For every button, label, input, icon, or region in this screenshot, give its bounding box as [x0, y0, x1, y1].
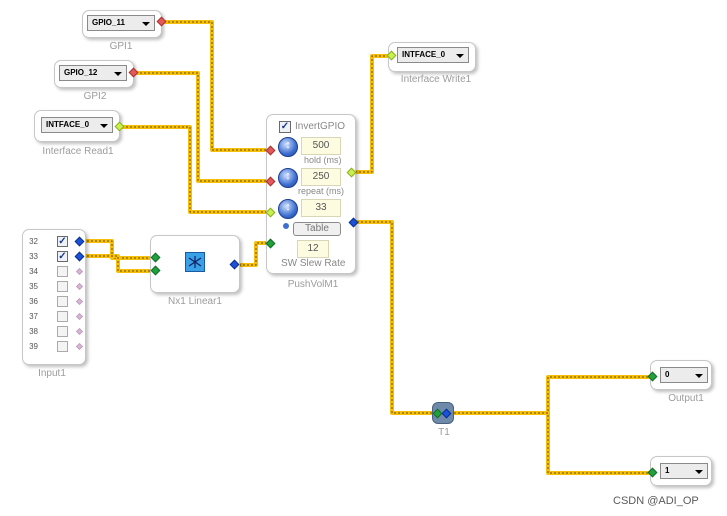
- hold-label: hold (ms): [304, 155, 342, 165]
- linear-block[interactable]: [150, 235, 240, 293]
- chevron-down-icon: [141, 18, 151, 28]
- chevron-down-icon: [694, 370, 704, 380]
- gpi2-value: GPIO_12: [64, 68, 98, 77]
- t1-label: T1: [438, 427, 450, 438]
- step-knob[interactable]: [278, 199, 298, 219]
- input-row-output-port[interactable]: [75, 342, 84, 351]
- gpi1-dropdown[interactable]: GPIO_11: [87, 15, 155, 31]
- input-row-number: 36: [29, 297, 38, 306]
- chevron-down-icon: [99, 120, 109, 130]
- hold-value[interactable]: 500: [301, 137, 341, 155]
- input-row-checkbox[interactable]: [57, 266, 68, 277]
- wire-gpi1-hold[interactable]: [164, 20, 270, 152]
- output2-dropdown[interactable]: 1: [660, 463, 708, 479]
- table-indicator-icon: [283, 223, 289, 229]
- repeat-knob[interactable]: [278, 168, 298, 188]
- repeat-label: repeat (ms): [298, 186, 345, 196]
- interface-write-block[interactable]: INTFACE_0: [388, 42, 476, 72]
- table-button[interactable]: Table: [293, 222, 341, 236]
- output1-label: Output1: [668, 393, 704, 404]
- slew-rate-label: SW Slew Rate: [281, 258, 346, 269]
- input-row-checkbox[interactable]: [57, 296, 68, 307]
- interface-write-label: Interface Write1: [400, 74, 472, 85]
- input-row-output-port[interactable]: [74, 251, 85, 262]
- interface-write-dropdown[interactable]: INTFACE_0: [397, 47, 469, 63]
- wire-input-linear-b[interactable]: [79, 254, 156, 273]
- wire-pushvol-write[interactable]: [351, 54, 391, 174]
- wire-input-linear-a[interactable]: [79, 239, 156, 260]
- watermark: CSDN @ADI_OP: [613, 495, 699, 507]
- step-value[interactable]: 33: [301, 199, 341, 217]
- output2-block[interactable]: 1: [650, 456, 712, 486]
- wire-t1-output2[interactable]: [450, 411, 652, 475]
- interface-read-block[interactable]: INTFACE_0: [34, 110, 120, 142]
- input-row-output-port[interactable]: [75, 312, 84, 321]
- input-row-number: 38: [29, 327, 38, 336]
- input-row-output-port[interactable]: [75, 297, 84, 306]
- input-row-number: 35: [29, 282, 38, 291]
- slew-rate-value[interactable]: 12: [297, 240, 329, 258]
- input-row-number: 34: [29, 267, 38, 276]
- interface-read-dropdown[interactable]: INTFACE_0: [41, 117, 113, 133]
- hold-knob[interactable]: [278, 137, 298, 157]
- gpi1-value: GPIO_11: [92, 18, 125, 27]
- output1-value: 0: [665, 370, 670, 379]
- linear-mixer-icon: [185, 252, 205, 272]
- invert-gpio-checkbox[interactable]: ✓: [279, 121, 291, 133]
- input-label: Input1: [38, 368, 66, 379]
- input-row-output-port[interactable]: [74, 236, 85, 247]
- gpi2-block[interactable]: GPIO_12: [54, 60, 134, 88]
- output2-value: 1: [665, 466, 670, 475]
- gpi1-block[interactable]: GPIO_11: [82, 10, 162, 38]
- repeat-value[interactable]: 250: [301, 168, 341, 186]
- wire-pushvol-t1[interactable]: [353, 220, 437, 415]
- input-row-checkbox[interactable]: [57, 341, 68, 352]
- invert-gpio-label: InvertGPIO: [295, 121, 346, 132]
- input-row-checkbox[interactable]: [57, 281, 68, 292]
- input-row-number: 39: [29, 342, 38, 351]
- pushvol-block[interactable]: ✓ InvertGPIO 500 hold (ms) 250 repeat (m…: [266, 114, 356, 274]
- chevron-down-icon: [113, 68, 123, 78]
- input-row-checkbox[interactable]: ✓: [57, 251, 68, 262]
- gpi1-label: GPI1: [109, 41, 133, 52]
- pushvol-label: PushVolM1: [287, 279, 339, 290]
- input-row-checkbox[interactable]: [57, 311, 68, 322]
- input-row-number: 33: [29, 252, 38, 261]
- input-row-checkbox[interactable]: ✓: [57, 236, 68, 247]
- chevron-down-icon: [455, 50, 465, 60]
- gpi2-label: GPI2: [83, 91, 107, 102]
- interface-read-label: Interface Read1: [42, 146, 114, 157]
- wire-gpi2-repeat[interactable]: [136, 71, 270, 183]
- input-row-output-port[interactable]: [75, 282, 84, 291]
- linear-label: Nx1 Linear1: [168, 296, 222, 307]
- wire-read-step[interactable]: [122, 125, 270, 214]
- input-row-number: 32: [29, 237, 38, 246]
- gpi2-dropdown[interactable]: GPIO_12: [59, 65, 127, 81]
- input-row-output-port[interactable]: [75, 267, 84, 276]
- input-row-number: 37: [29, 312, 38, 321]
- input-row-output-port[interactable]: [75, 327, 84, 336]
- input-block[interactable]: 32 ✓ 33 ✓ 34 35 36 37 38 39: [22, 229, 86, 365]
- interface-read-value: INTFACE_0: [46, 120, 90, 129]
- interface-write-value: INTFACE_0: [402, 50, 446, 59]
- wire-linear-pushvol[interactable]: [235, 241, 270, 267]
- input-row-checkbox[interactable]: [57, 326, 68, 337]
- wire-t1-output1[interactable]: [450, 375, 652, 415]
- output1-block[interactable]: 0: [650, 360, 712, 390]
- output1-dropdown[interactable]: 0: [660, 367, 708, 383]
- chevron-down-icon: [694, 466, 704, 476]
